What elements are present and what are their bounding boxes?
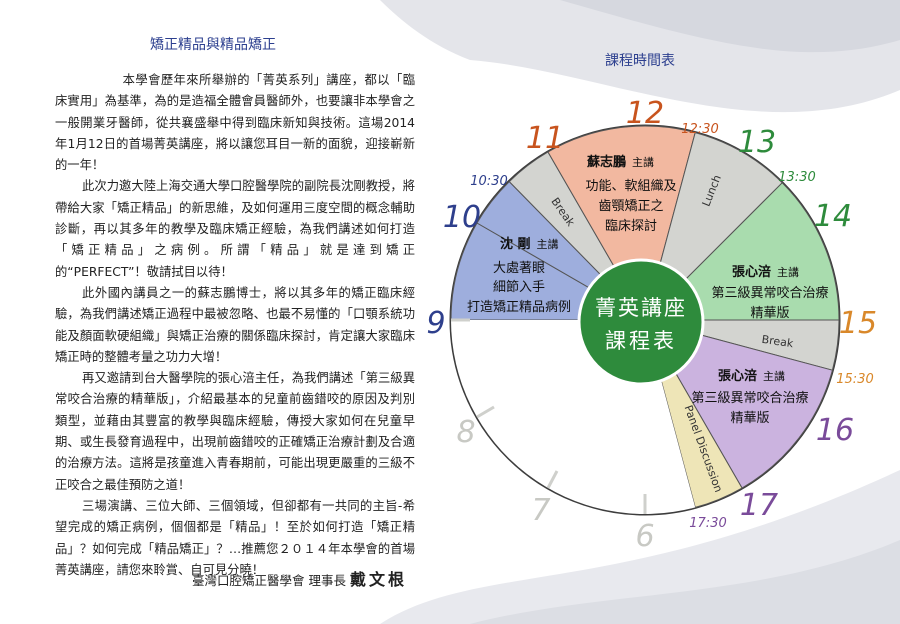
center-title: 菁英講座	[595, 296, 687, 320]
session-line: 打造矯正精品病例	[467, 300, 571, 315]
session-line: 大處著眼	[493, 261, 545, 276]
signature: 臺灣口腔矯正醫學會 理事長 戴文根	[192, 566, 422, 590]
speaker-name: 張心涪	[718, 368, 757, 384]
speaker-name: 沈 剛	[500, 236, 531, 252]
hour-13-label: 13	[738, 125, 776, 160]
session-line: 精華版	[730, 411, 769, 426]
signature-name: 戴文根	[349, 570, 407, 589]
session-line: 第三級異常咬合治療	[691, 390, 808, 406]
paragraph: 本學會歷年來所舉辦的「菁英系列」講座，都以「臨床實用」為基準，為的是造福全體會員…	[55, 73, 415, 173]
center-disc	[577, 258, 705, 386]
session-sector-2	[547, 125, 696, 322]
time-label: 13:30	[778, 170, 815, 185]
session-line: 第三級異常咬合治療	[711, 285, 828, 301]
session-1-info: 沈 剛主講 大處著眼 細節入手 打造矯正精品病例	[467, 236, 571, 315]
session-2-info: 蘇志鵬主講 功能、軟組織及 齒顎矯正之 臨床探討	[585, 154, 676, 234]
hour-6-label: 6	[635, 519, 654, 554]
hour-12-label: 12	[626, 96, 664, 131]
paragraph: 此次力邀大陸上海交通大學口腔醫學院的副院長沈剛教授，將帶給大家「矯正精品」的新思…	[55, 179, 415, 279]
session-line: 功能、軟組織及	[585, 178, 676, 194]
speaker-role: 主講	[632, 155, 654, 169]
hour-11-label: 11	[526, 121, 564, 156]
session-line: 精華版	[750, 306, 789, 321]
schedule-title: 課程時間表	[605, 53, 675, 69]
hour-17-label: 17	[740, 488, 778, 523]
hour-7-label: 7	[531, 493, 550, 528]
article-title: 矯正精品與精品矯正	[150, 37, 276, 53]
hour-14-label: 14	[814, 199, 852, 234]
paragraph: 再又邀請到台大醫學院的張心涪主任，為我們講述「第三級異常咬合治療的精華版」，介紹…	[55, 371, 415, 492]
speaker-name: 張心涪	[732, 264, 771, 280]
paragraph: 此外國內講員之一的蘇志鵬博士，將以其多年的矯正臨床經驗，為我們講述矯正過程中最被…	[55, 285, 415, 364]
paragraph: 三場演講、三位大師、三個領域，但卻都有一共同的主旨-希望完成的矯正病例，個個都是…	[55, 498, 415, 577]
hour-8-label: 8	[456, 415, 475, 450]
time-label: 17:30	[689, 516, 726, 531]
hour-10-label: 10	[443, 200, 481, 235]
hour-9-label: 9	[426, 306, 445, 341]
clock-ticks	[451, 318, 647, 514]
speaker-role: 主講	[763, 369, 785, 383]
article-body: 本學會歷年來所舉辦的「菁英系列」講座，都以「臨床實用」為基準，為的是造福全體會員…	[55, 70, 415, 581]
session-4-info: 張心涪主講 第三級異常咬合治療 精華版	[691, 368, 808, 426]
session-sector-3	[643, 182, 840, 321]
session-line: 臨床探討	[605, 218, 657, 234]
time-label: 10:30	[470, 174, 507, 189]
hour-15-label: 15	[839, 306, 877, 341]
time-label: 15:30	[836, 372, 873, 387]
break-label: Break	[761, 333, 795, 350]
session-line: 細節入手	[493, 280, 545, 295]
hour-16-label: 16	[816, 413, 854, 448]
speaker-role: 主講	[537, 237, 559, 251]
session-line: 齒顎矯正之	[598, 199, 663, 214]
hour-numerals: 6 7 8 9 10 11 12 13 14 15 16 17	[426, 96, 877, 554]
speaker-role: 主講	[777, 265, 799, 279]
time-labels: 10:30 12:30 13:30 15:30 17:30	[470, 122, 873, 531]
svg-text:沈 剛主講: 沈 剛主講	[500, 236, 559, 252]
session-sector-4	[643, 319, 834, 489]
signature-org: 臺灣口腔矯正醫學會 理事長	[192, 573, 346, 588]
speaker-name: 蘇志鵬	[586, 154, 626, 170]
session-3-info: 張心涪主講 第三級異常咬合治療 精華版	[711, 264, 828, 321]
center-subtitle: 課程表	[605, 329, 677, 353]
time-label: 12:30	[681, 122, 718, 137]
